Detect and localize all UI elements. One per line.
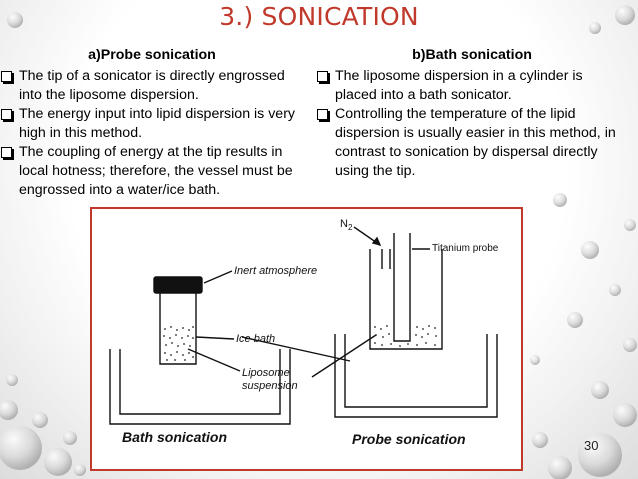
ice-leader-probe [241,336,351,362]
probe-sonication-heading: a)Probe sonication [88,47,216,63]
inert-atmosphere-label: Inert atmosphere [234,265,318,277]
list-item: The coupling of energy at the tip result… [0,143,304,200]
tube-cap [153,276,203,294]
list-item: The liposome dispersion in a cylinder is… [316,67,628,105]
slide-title: 3.) SONICATION [219,2,419,31]
checkbox-bullet-icon [317,71,328,82]
titanium-probe-label: Titanium probe [432,243,499,254]
probe-vessel [369,249,443,350]
bath-sonication-caption: Bath sonication [122,429,228,445]
ice-leader [195,336,235,340]
liposome-dots-probe [374,325,437,347]
page-number: 30 [584,438,599,453]
checkbox-bullet-icon [1,71,12,82]
probe-sonication-column: a)Probe sonication The tip of a sonicato… [0,46,304,200]
n2-label: N2 [340,218,353,233]
list-item: The energy input into lipid dispersion i… [0,105,304,143]
liposome-dots-bath [163,326,194,361]
liposome-leader-probe [311,334,377,378]
probe-sonication-caption: Probe sonication [352,431,466,447]
probe-bullet-list: The tip of a sonicator is directly engro… [0,67,304,200]
sonication-diagram: Inert atmosphere Ice bath Liposome suspe… [90,207,523,471]
checkbox-bullet-icon [317,109,328,120]
bath-inner-wall [119,349,281,415]
tube-body [159,293,197,365]
ice-bath-label: Ice bath [236,333,276,345]
titanium-probe [393,233,411,342]
checkbox-bullet-icon [1,109,12,120]
bath-sonication-heading: b)Bath sonication [412,47,532,63]
list-item: Controlling the temperature of the lipid… [316,105,628,181]
inert-leader [203,270,233,284]
bath-outer-wall [109,349,291,425]
bath-sonication-column: b)Bath sonication The liposome dispersio… [316,46,628,181]
probe-outer-wall [334,334,498,418]
checkbox-bullet-icon [1,147,12,158]
liposome-leader-bath [187,348,241,372]
sonication-diagram-drawing [109,226,498,425]
bath-bullet-list: The liposome dispersion in a cylinder is… [316,67,628,181]
list-item: The tip of a sonicator is directly engro… [0,67,304,105]
suspension-label: suspension [242,380,298,392]
probe-inner-wall [344,334,488,408]
liposome-label: Liposome [242,367,290,379]
